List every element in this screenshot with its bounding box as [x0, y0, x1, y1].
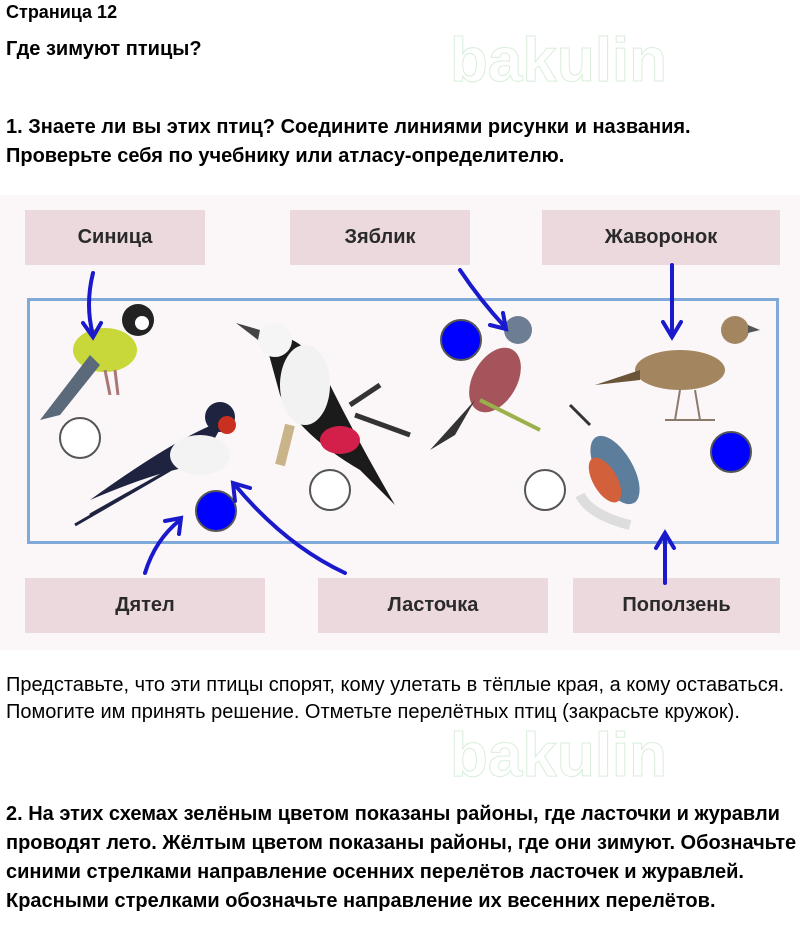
page-number: Страница 12 [6, 2, 118, 22]
tit-bird-image [40, 304, 154, 420]
arrow-dyatel [143, 515, 184, 575]
label-popolzen: Поползень [573, 578, 780, 633]
migration-circle-filled [710, 431, 752, 473]
task-1-text: 1. Знаете ли вы этих птиц? Соедините лин… [6, 116, 691, 167]
arrow-zhavoronok [661, 263, 683, 341]
migration-circle-filled [195, 490, 237, 532]
label-lastochka: Ласточка [318, 578, 548, 633]
migration-circle-filled [440, 319, 482, 361]
arrow-sinitsa [81, 271, 103, 341]
migration-circle-empty [309, 469, 351, 511]
swallow-bird-image [74, 402, 236, 527]
task-1-followup: Представьте, что эти птицы спорят, кому … [6, 674, 785, 723]
page-title: Где зимуют птицы? [6, 38, 202, 60]
label-dyatel: Дятел [25, 578, 265, 633]
arrow-zyablik [458, 268, 509, 332]
birds-illustration [40, 263, 760, 585]
birds-figure: Синица Зяблик Жаворонок Дятел Ласточка П… [0, 195, 800, 650]
woodpecker-bird-image [236, 323, 411, 505]
nuthatch-bird-image [568, 403, 640, 530]
picture-frame [27, 298, 779, 544]
label-zhavoronok: Жаворонок [542, 210, 780, 265]
arrow-lastochka [230, 480, 347, 575]
arrow-popolzen [654, 529, 676, 585]
label-zyablik: Зяблик [290, 210, 470, 265]
label-sinitsa: Синица [25, 210, 205, 265]
skylark-bird-image [595, 316, 760, 421]
migration-circle-empty [524, 469, 566, 511]
task-2-text: 2. На этих схемах зелёным цветом показан… [6, 803, 797, 912]
watermark: bakulin [449, 26, 668, 96]
watermark: bakulin [449, 721, 668, 791]
migration-circle-empty [59, 417, 101, 459]
chaffinch-bird-image [430, 316, 541, 450]
